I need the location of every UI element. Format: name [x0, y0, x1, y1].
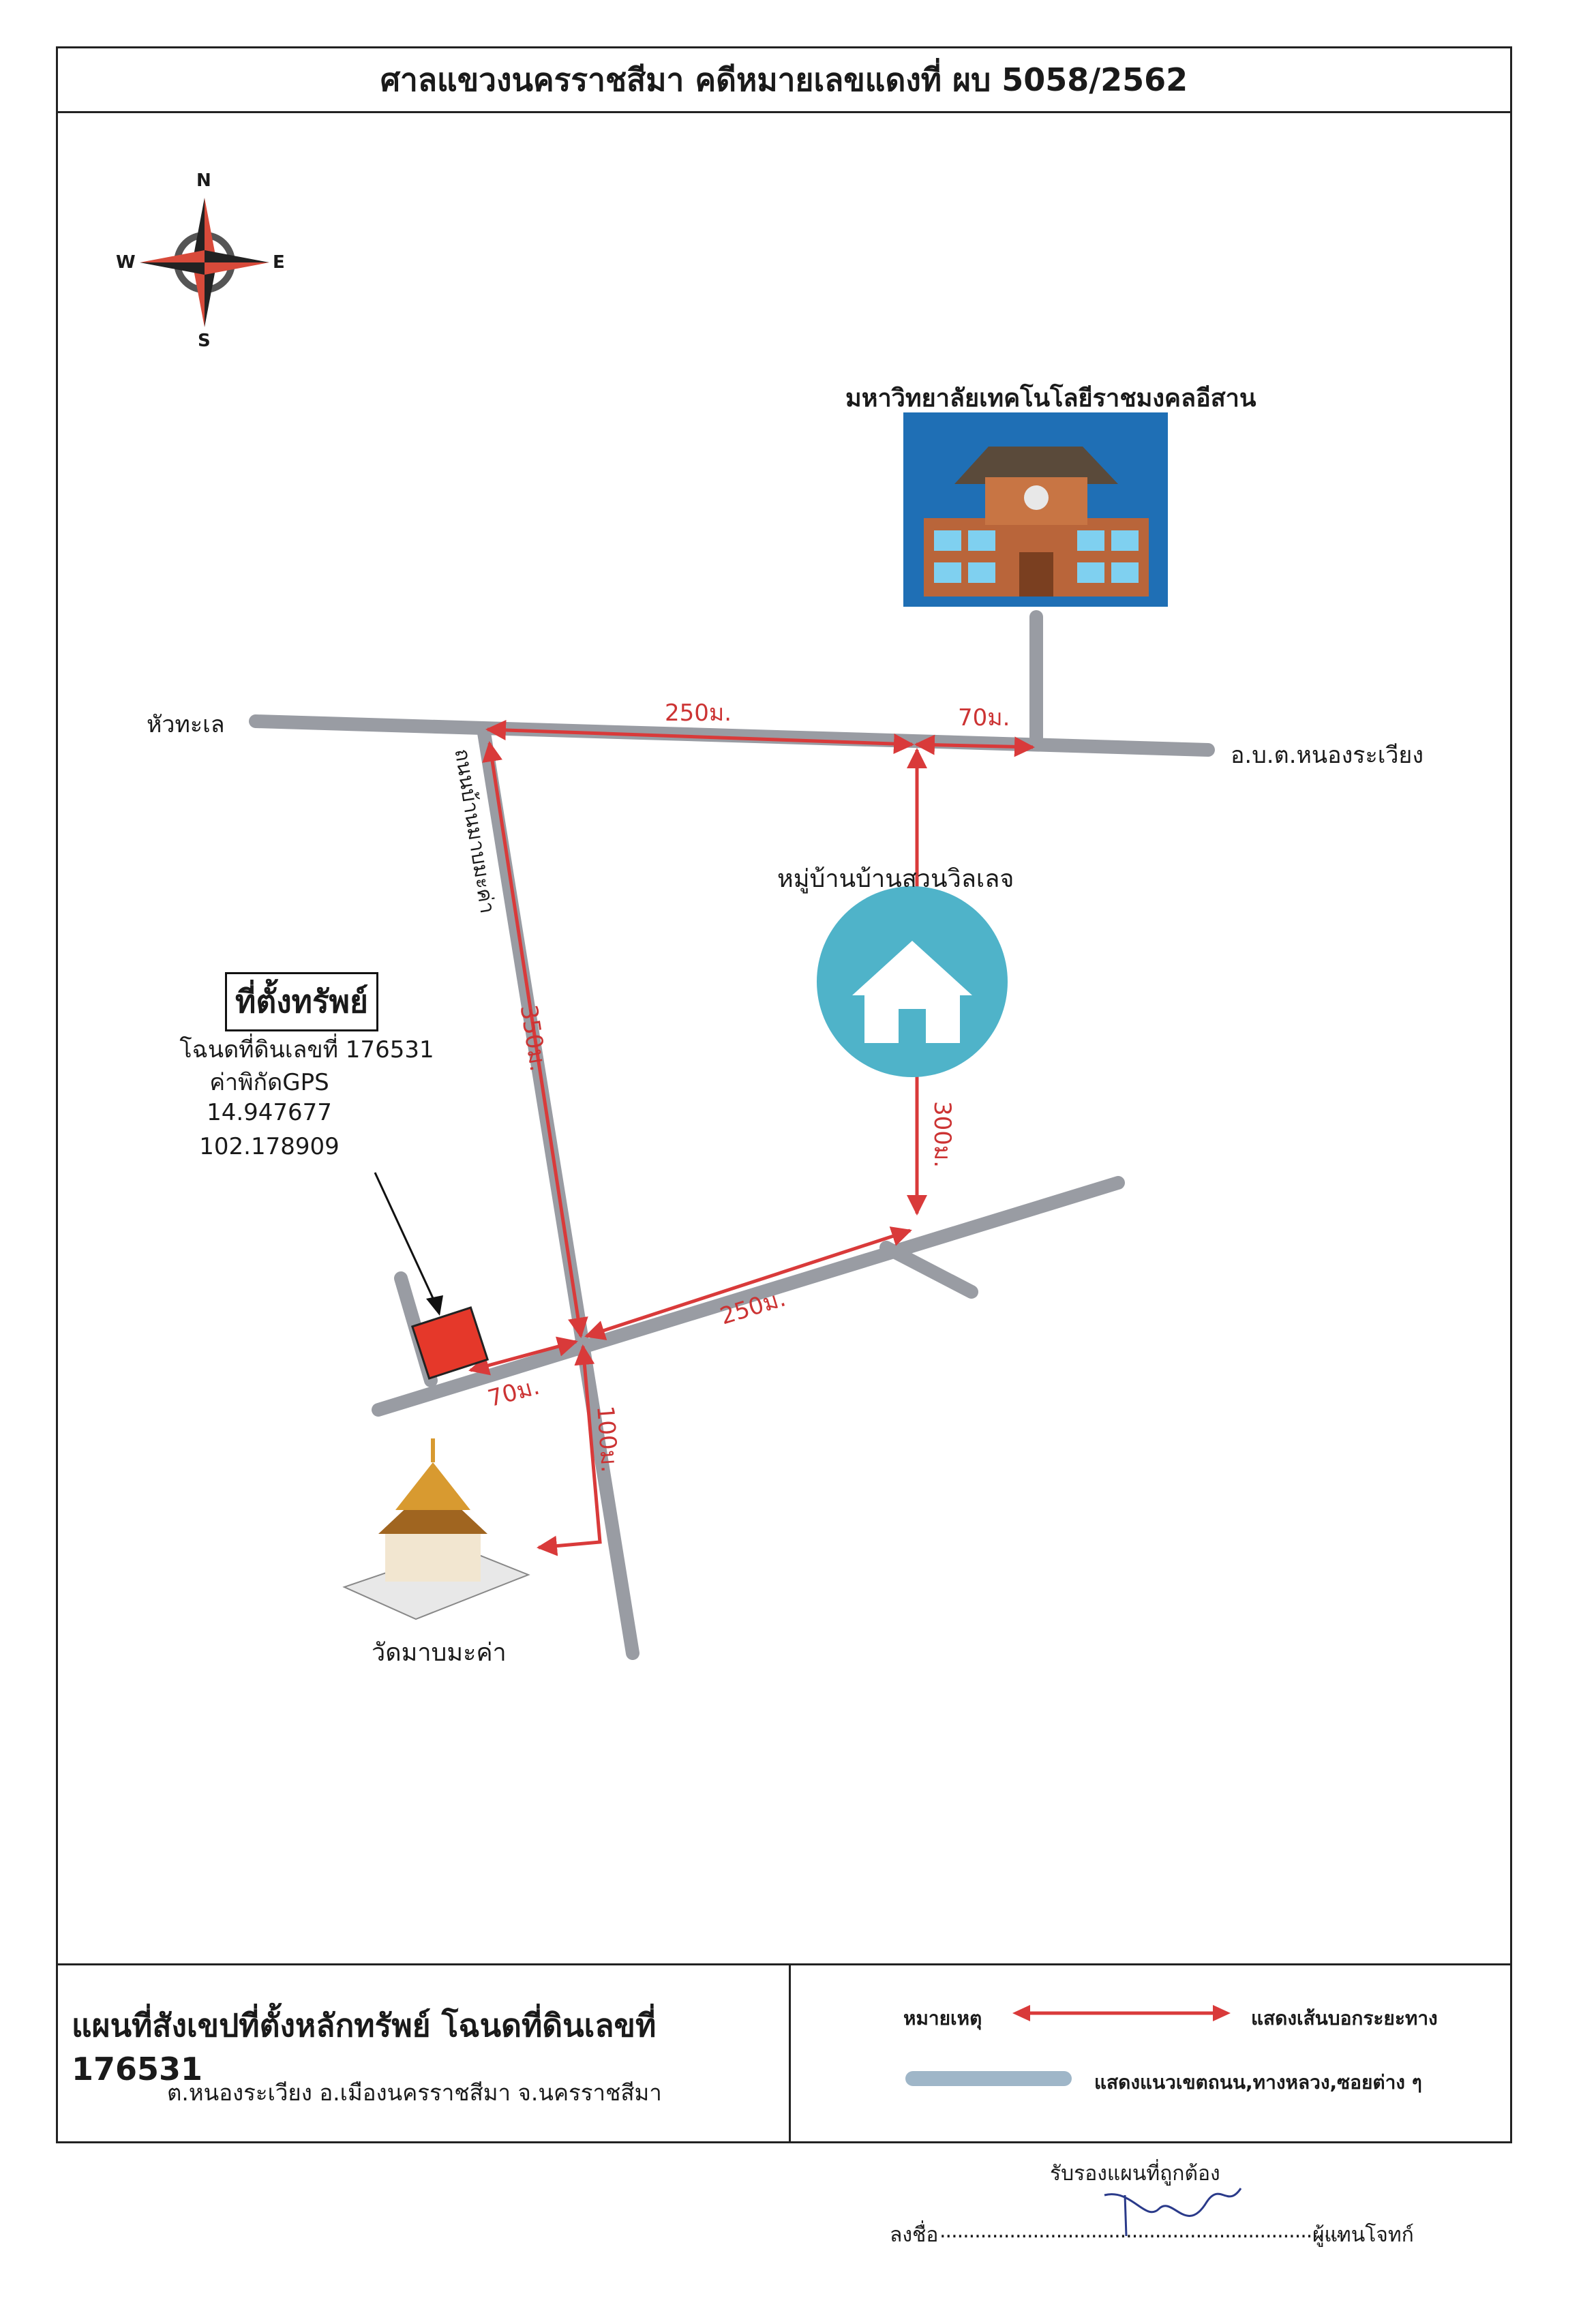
sao-label: อ.บ.ต.หนองระเวียง: [1231, 742, 1424, 769]
header: ศาลแขวงนครราชสีมา คดีหมายเลขแดงที่ ผบ 50…: [58, 48, 1510, 113]
legend-road-icon: [905, 2071, 1072, 2086]
handwritten-signature: [1104, 2188, 1242, 2237]
pointer-head-icon: [426, 1295, 443, 1316]
certify-label: รับรองแผนที่ถูกต้อง: [1050, 2162, 1220, 2186]
arrow-bottom: [537, 1344, 602, 1556]
legend-arrow-label: แสดงเส้นบอกระยะทาง: [1251, 2007, 1438, 2029]
map-frame: ศาลแขวงนครราชสีมา คดีหมายเลขแดงที่ ผบ 50…: [56, 46, 1512, 2143]
arrow-top-left: [485, 719, 914, 755]
arrow-top-right: [914, 734, 1035, 757]
distance-top-right: 70ม.: [958, 704, 1010, 731]
distance-top-left: 250ม.: [665, 699, 732, 727]
distance-bottom: 100ม.: [591, 1404, 623, 1474]
university-building-icon: [903, 412, 1168, 607]
sign-label: ลงชื่อ: [890, 2223, 939, 2247]
road-side-branch: [879, 1241, 978, 1299]
compass-north-label: N: [196, 170, 211, 191]
hua-thale-label: หัวทะเล: [147, 711, 225, 738]
legend-arrow-icon: [1012, 2005, 1231, 2021]
arrow-diagonal: [584, 1226, 912, 1340]
compass-south-label: S: [198, 331, 211, 351]
footer: แผนที่สังเขปที่ตั้งหลักทรัพย์ โฉนดที่ดิน…: [58, 1963, 1510, 2141]
property-gps-label: ค่าพิกัดGPS: [209, 1069, 329, 1096]
compass-west-label: W: [116, 252, 136, 273]
legend-road-label: แสดงแนวเขตถนน,ทางหลวง,ซอยต่าง ๆ: [1094, 2071, 1422, 2094]
property-parcel-marker: [410, 1306, 490, 1380]
property-heading: ที่ตั้งทรัพย์: [225, 972, 378, 1031]
legend-heading: หมายเหตุ: [903, 2007, 982, 2029]
arrow-left-vertical: [482, 741, 588, 1338]
road-main-top: [249, 714, 1215, 757]
university-label: มหาวิทยาลัยเทคโนโลยีราชมงคลอีสาน: [845, 384, 1256, 412]
road-network: [249, 610, 1215, 1660]
compass-east-label: E: [273, 252, 285, 273]
header-title: ศาลแขวงนครราชสีมา คดีหมายเลขแดงที่ ผบ 50…: [380, 61, 1188, 98]
compass-rose-icon: [140, 198, 269, 327]
temple-icon: [342, 1438, 530, 1620]
distance-arrows: [468, 719, 1035, 1556]
property-latitude: 14.947677: [207, 1099, 332, 1126]
village-label: หมู่บ้านบ้านสวนวิลเลจ: [777, 865, 1014, 893]
sign-dots: ........................................…: [939, 2219, 1348, 2243]
distance-right-vertical: 300ม.: [929, 1101, 956, 1168]
property-pointer: [374, 1172, 438, 1306]
property-longitude: 102.178909: [199, 1133, 340, 1160]
footer-left: แผนที่สังเขปที่ตั้งหลักทรัพย์ โฉนดที่ดิน…: [58, 1965, 791, 2141]
temple-label: วัดมาบมะค่า: [372, 1639, 507, 1667]
footer-subtitle: ต.หนองระเวียง อ.เมืองนครราชสีมา จ.นครราช…: [167, 2079, 662, 2106]
role-label: ผู้แทนโจทก์: [1312, 2223, 1414, 2247]
property-deed: โฉนดที่ดินเลขที่ 176531: [179, 1036, 434, 1063]
footer-title: แผนที่สังเขปที่ตั้งหลักทรัพย์ โฉนดที่ดิน…: [72, 2007, 657, 2087]
village-home-icon: [817, 886, 1008, 1077]
